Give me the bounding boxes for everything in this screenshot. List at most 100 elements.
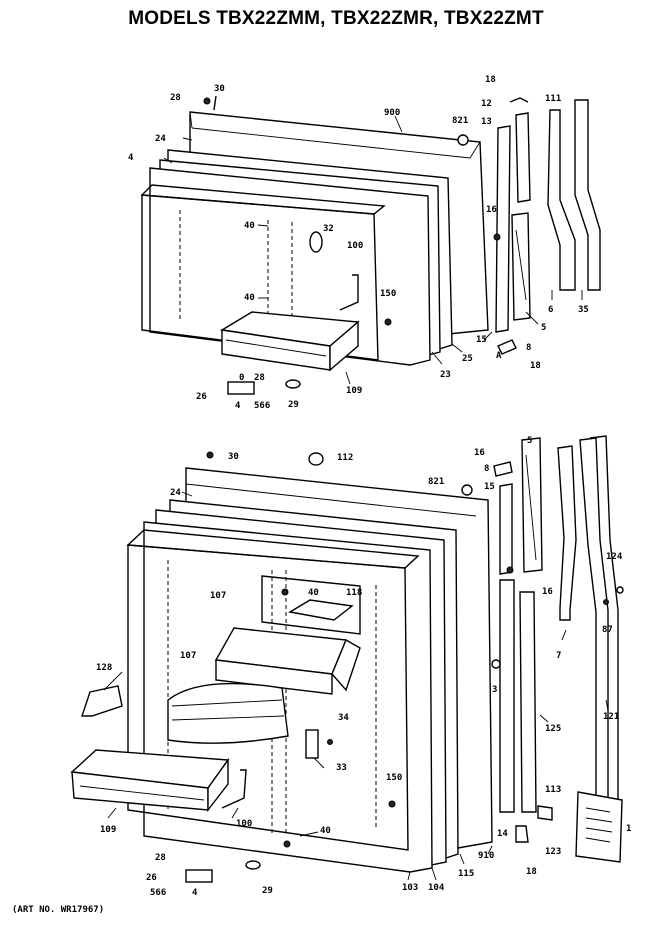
screw-28 bbox=[203, 97, 211, 105]
screw-124 bbox=[616, 586, 624, 594]
label-4: 4 bbox=[128, 153, 134, 163]
plug-112 bbox=[308, 452, 324, 466]
label-115: 115 bbox=[458, 869, 474, 879]
top-part-labels: 28 30 900 821 18 12 111 13 24 4 40 32 16… bbox=[128, 75, 589, 411]
label-1: 1 bbox=[626, 824, 631, 834]
label-15: 15 bbox=[476, 335, 487, 345]
label-123: 123 bbox=[545, 847, 561, 857]
label-24: 24 bbox=[155, 134, 166, 144]
fresh-food-door-assembly bbox=[70, 435, 624, 883]
label-121: 121 bbox=[603, 712, 619, 722]
label-16: 16 bbox=[542, 587, 553, 597]
label-150: 150 bbox=[380, 289, 396, 299]
label-a: A bbox=[496, 351, 502, 361]
label-6: 6 bbox=[548, 305, 553, 315]
label-12: 12 bbox=[481, 99, 492, 109]
trim-125 bbox=[519, 591, 537, 813]
door-shelf-107-upper bbox=[214, 627, 361, 695]
label-18: 18 bbox=[526, 867, 537, 877]
screw-30 bbox=[206, 451, 214, 459]
label-4: 4 bbox=[192, 888, 198, 898]
label-100: 100 bbox=[236, 819, 252, 829]
label-30: 30 bbox=[214, 84, 225, 94]
hinge-pin-123 bbox=[515, 825, 529, 843]
label-107: 107 bbox=[180, 651, 196, 661]
freezer-door-liner-23 bbox=[149, 167, 431, 366]
washer-29 bbox=[285, 379, 301, 389]
label-25: 25 bbox=[462, 354, 473, 364]
label-566: 566 bbox=[254, 401, 270, 411]
label-33: 33 bbox=[336, 763, 347, 773]
label-111: 111 bbox=[545, 94, 561, 104]
hinge-12 bbox=[515, 112, 531, 203]
clip-18 bbox=[509, 97, 529, 103]
label-103: 103 bbox=[402, 883, 418, 893]
label-18: 18 bbox=[530, 361, 541, 371]
door-bin-109 bbox=[70, 749, 230, 813]
screw-34 bbox=[327, 739, 333, 745]
label-29: 29 bbox=[288, 400, 299, 410]
label-28: 28 bbox=[254, 373, 265, 383]
label-40: 40 bbox=[320, 826, 331, 836]
label-118: 118 bbox=[346, 588, 362, 598]
label-109: 109 bbox=[346, 386, 362, 396]
label-13: 13 bbox=[481, 117, 492, 127]
label-821: 821 bbox=[428, 477, 444, 487]
label-26: 26 bbox=[196, 392, 207, 402]
handle-121 bbox=[579, 437, 609, 841]
block-8 bbox=[497, 339, 517, 355]
label-5: 5 bbox=[527, 436, 532, 446]
label-14: 14 bbox=[497, 829, 508, 839]
screw-40-lower bbox=[283, 840, 291, 848]
freezer-door-assembly bbox=[140, 95, 601, 395]
label-107: 107 bbox=[210, 591, 226, 601]
label-4: 4 bbox=[235, 401, 241, 411]
label-0: 0 bbox=[239, 373, 244, 383]
label-910: 910 bbox=[478, 851, 494, 861]
cap-3 bbox=[491, 659, 501, 669]
label-7: 7 bbox=[556, 651, 561, 661]
bracket-100-lower bbox=[221, 769, 247, 809]
label-566: 566 bbox=[150, 888, 166, 898]
label-8: 8 bbox=[484, 464, 489, 474]
screw-87 bbox=[603, 599, 609, 605]
label-15: 15 bbox=[484, 482, 495, 492]
screw-150 bbox=[384, 318, 392, 326]
label-29: 29 bbox=[262, 886, 273, 896]
trim-15 bbox=[499, 483, 513, 575]
hinge-cover-33 bbox=[305, 729, 319, 759]
freezer-bin-109 bbox=[219, 311, 360, 372]
handle-35 bbox=[574, 99, 601, 291]
label-104: 104 bbox=[428, 883, 445, 893]
label-24: 24 bbox=[170, 488, 181, 498]
butter-compartment-107 bbox=[167, 682, 289, 744]
label-28: 28 bbox=[155, 853, 166, 863]
label-23: 23 bbox=[440, 370, 451, 380]
trim-14 bbox=[499, 579, 515, 813]
dairy-cover-118 bbox=[288, 599, 354, 621]
trim-13 bbox=[495, 125, 511, 333]
label-150: 150 bbox=[386, 773, 402, 783]
screw-16-lower bbox=[506, 566, 514, 574]
handle-7 bbox=[557, 445, 577, 621]
grommet-113 bbox=[537, 805, 553, 821]
label-113: 113 bbox=[545, 785, 561, 795]
label-40: 40 bbox=[244, 221, 255, 231]
pin-30 bbox=[213, 95, 217, 111]
bracket-128 bbox=[81, 685, 123, 717]
label-124: 124 bbox=[606, 552, 623, 562]
hinge-plate-26-lower bbox=[185, 869, 213, 883]
bottom-part-labels: 30 112 16 5 8 821 15 24 40 118 107 16 12… bbox=[96, 436, 631, 898]
screw-150-lower bbox=[388, 800, 396, 808]
label-5: 5 bbox=[541, 323, 546, 333]
label-125: 125 bbox=[545, 724, 561, 734]
handle-6 bbox=[547, 109, 576, 291]
label-40: 40 bbox=[308, 588, 319, 598]
washer-29-lower bbox=[245, 860, 261, 870]
label-100: 100 bbox=[347, 241, 363, 251]
label-128: 128 bbox=[96, 663, 112, 673]
label-900: 900 bbox=[384, 108, 400, 118]
hinge-plate-26 bbox=[227, 381, 255, 395]
screw-16 bbox=[493, 233, 501, 241]
label-35: 35 bbox=[578, 305, 589, 315]
